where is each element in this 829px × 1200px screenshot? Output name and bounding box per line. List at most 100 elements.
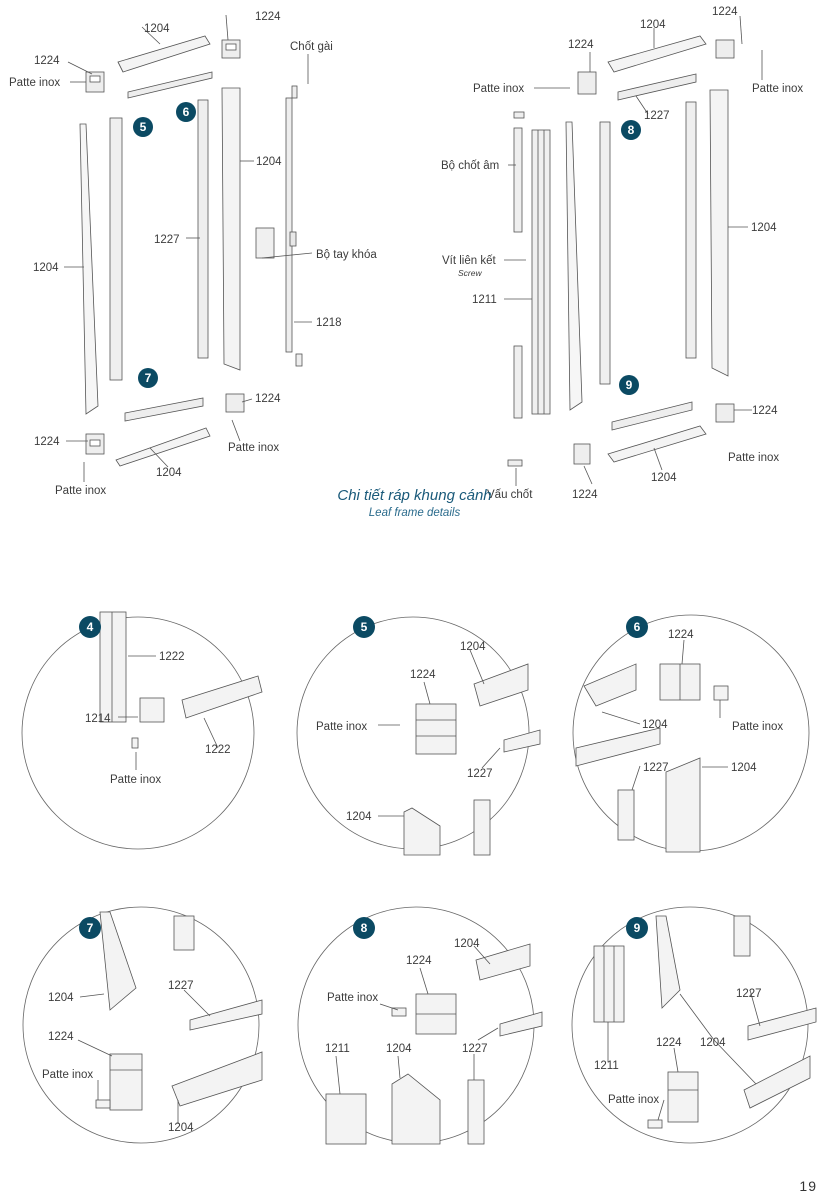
r-lbl-1204-top: 1204 xyxy=(640,19,666,31)
c6-lbl-1224: 1224 xyxy=(668,629,694,641)
lbl-1224-bottom-right: 1224 xyxy=(255,393,281,405)
caption-subtitle: Leaf frame details xyxy=(368,507,461,519)
r-corner-1224-b xyxy=(715,39,735,59)
c7-lbl-1227: 1227 xyxy=(168,980,194,992)
c7-lbl-patte: Patte inox xyxy=(42,1069,93,1081)
lbl-1224-top-left: 1224 xyxy=(34,55,60,67)
c5-lbl-1227: 1227 xyxy=(467,768,493,780)
c7-lbl-1224: 1224 xyxy=(48,1031,74,1043)
lbl-chot-gai: Chốt gài xyxy=(290,41,333,53)
r-stile-1211 xyxy=(531,129,551,415)
c6-lbl-1204-right: 1204 xyxy=(731,762,757,774)
c6-lbl-1204-left: 1204 xyxy=(642,719,668,731)
detail-circle-4 xyxy=(21,616,255,850)
badge-6-top: 6 xyxy=(183,105,190,119)
badge-7: 7 xyxy=(87,921,94,935)
detail-circle-7 xyxy=(22,906,260,1144)
badge-4: 4 xyxy=(87,620,94,634)
r-stile-1227 xyxy=(599,121,611,385)
r-bottom-rail-1227 xyxy=(611,401,693,431)
c9-lbl-patte: Patte inox xyxy=(608,1094,659,1106)
left-leaf-assembly xyxy=(79,35,303,467)
detail-circle-9 xyxy=(571,906,809,1144)
r-stile-1227-b xyxy=(685,101,697,359)
c4-lbl-1214: 1214 xyxy=(85,713,111,725)
stile-1227-mid xyxy=(197,99,209,359)
badge-5-top: 5 xyxy=(140,120,147,134)
badge-7-top: 7 xyxy=(145,371,152,385)
lbl-1204-bottom: 1204 xyxy=(156,467,182,479)
right-leaf-assembly xyxy=(507,35,735,467)
c5-lbl-1204-top: 1204 xyxy=(460,641,486,653)
badge-6: 6 xyxy=(634,620,641,634)
r-stile-1204-a xyxy=(565,121,583,411)
r-bottom-rail-1204 xyxy=(607,425,707,463)
page-number: 19 xyxy=(799,1178,817,1194)
lbl-patte-top-left: Patte inox xyxy=(9,77,60,89)
r-lbl-1204-bottom: 1204 xyxy=(651,472,677,484)
lbl-patte-bottom-left: Patte inox xyxy=(55,485,106,497)
lbl-1204-left: 1204 xyxy=(33,262,59,274)
stile-1204-left xyxy=(79,123,99,415)
right-labels: 1204 1224 1224 Patte inox Patte inox 122… xyxy=(441,6,803,501)
r-lbl-vit: Vít liên kết xyxy=(442,255,496,267)
c6-lbl-1227: 1227 xyxy=(643,762,669,774)
lbl-1204-top: 1204 xyxy=(144,23,170,35)
top-rail-1204 xyxy=(117,35,211,73)
stile-1204-left-b xyxy=(109,117,123,381)
badge-8: 8 xyxy=(361,921,368,935)
r-lbl-1204-right: 1204 xyxy=(751,222,777,234)
r-lbl-patte-top-left: Patte inox xyxy=(473,83,524,95)
left-labels: 1204 1224 1224 Patte inox Chốt gài 1204 … xyxy=(9,11,377,497)
lbl-1224-bottom-left: 1224 xyxy=(34,436,60,448)
r-corner-1224-c xyxy=(573,443,591,465)
r-lbl-chot-am: Bộ chốt âm xyxy=(441,160,499,172)
badge-5: 5 xyxy=(361,620,368,634)
lbl-1227-mid: 1227 xyxy=(154,234,180,246)
lbl-1218: 1218 xyxy=(316,317,342,329)
badge-9: 9 xyxy=(634,921,641,935)
c4-lbl-patte: Patte inox xyxy=(110,774,161,786)
detail-badges: 4 5 6 7 8 9 xyxy=(79,616,648,939)
r-corner-1224-d xyxy=(715,403,735,423)
r-vau-chot xyxy=(507,459,523,467)
c8-lbl-patte: Patte inox xyxy=(327,992,378,1004)
r-stile-1204-b xyxy=(709,89,729,377)
handle-lock xyxy=(255,227,275,259)
caption-title: Chi tiết ráp khung cánh xyxy=(337,487,492,504)
r-lbl-patte-top-right: Patte inox xyxy=(752,83,803,95)
r-top-rail-1204 xyxy=(607,35,707,73)
c4-lbl-1222-bottom: 1222 xyxy=(205,744,231,756)
c9-lbl-1224: 1224 xyxy=(656,1037,682,1049)
lbl-tay-khoa: Bộ tay khóa xyxy=(316,249,377,261)
lbl-1204-right: 1204 xyxy=(256,156,282,168)
c8-lbl-1204-top: 1204 xyxy=(454,938,480,950)
rail-1227 xyxy=(127,71,213,99)
corner-1224-d xyxy=(225,393,245,413)
badge-9-top: 9 xyxy=(626,378,633,392)
c8-lbl-1204-mid: 1204 xyxy=(386,1043,412,1055)
c5-lbl-patte: Patte inox xyxy=(316,721,367,733)
c5-lbl-1224: 1224 xyxy=(410,669,436,681)
c7-lbl-1204-top: 1204 xyxy=(48,992,74,1004)
r-lbl-1224-bottom: 1224 xyxy=(572,489,598,501)
r-chot-am xyxy=(513,127,523,233)
c6-lbl-patte: Patte inox xyxy=(732,721,783,733)
c8-lbl-1224: 1224 xyxy=(406,955,432,967)
c4-lbl-1222-top: 1222 xyxy=(159,651,185,663)
r-lbl-1227-top: 1227 xyxy=(644,110,670,122)
r-lbl-1224-top-right: 1224 xyxy=(712,6,738,18)
c5-lbl-1204-bottom: 1204 xyxy=(346,811,372,823)
c9-lbl-1227: 1227 xyxy=(736,988,762,1000)
lbl-patte-bottom-right: Patte inox xyxy=(228,442,279,454)
r-lbl-vau-chot: Vấu chốt xyxy=(487,489,533,501)
r-lbl-1211: 1211 xyxy=(472,294,497,306)
c8-lbl-1227: 1227 xyxy=(462,1043,488,1055)
bottom-rail-1204 xyxy=(115,427,211,467)
r-lbl-1224-bottom-right: 1224 xyxy=(752,405,778,417)
lbl-1224-top-right: 1224 xyxy=(255,11,281,23)
rod-1218 xyxy=(285,97,293,353)
r-rail-1227 xyxy=(617,73,697,101)
badge-8-top: 8 xyxy=(628,123,635,137)
